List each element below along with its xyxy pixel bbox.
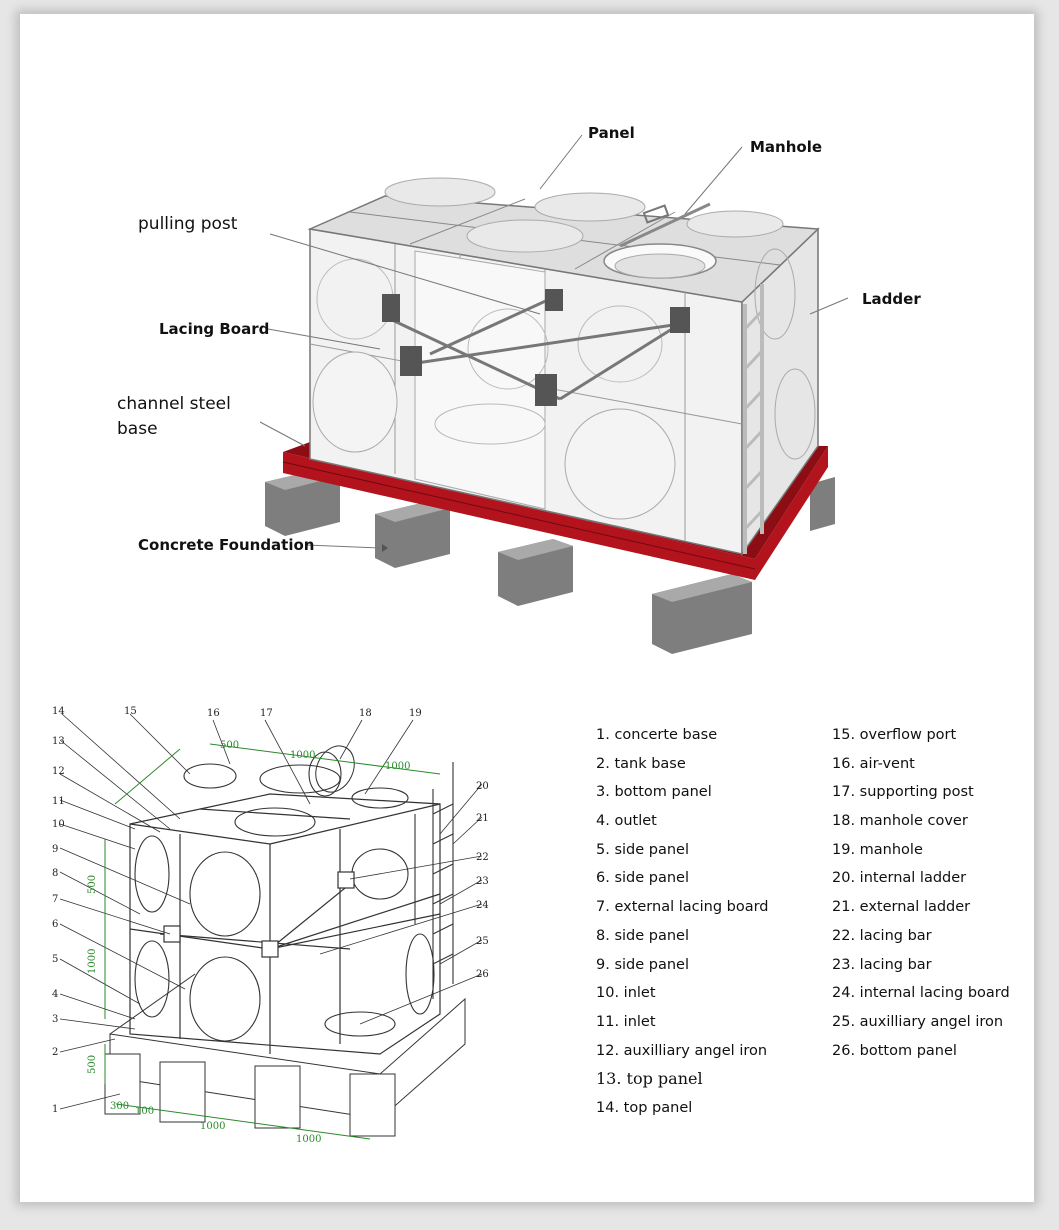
legend-item: 1. concerte base (596, 727, 718, 743)
label-channel-steel-base-2: base (117, 419, 158, 439)
label-lacing-board: Lacing Board (159, 320, 270, 338)
label-panel: Panel (588, 124, 635, 142)
dimension-500-bottom: 500 (87, 1055, 98, 1074)
drawing-number-17: 17 (260, 708, 273, 719)
legend-item: 2. tank base (596, 755, 686, 772)
legend-item: 25. auxilliary angel iron (832, 1013, 1004, 1030)
legend-item: 16. air-vent (832, 755, 915, 772)
drawing-number-23: 23 (476, 876, 489, 887)
legend-item: 15. overflow port (832, 727, 957, 743)
dimension-1000-d: 1000 (385, 761, 410, 772)
drawing-number-10: 10 (52, 819, 65, 830)
dimension-1000-b: 1000 (296, 1134, 321, 1145)
drawing-number-15: 15 (124, 706, 137, 717)
drawing-number-22: 22 (476, 852, 489, 863)
drawing-number-21: 21 (476, 813, 489, 824)
legend-item: 7. external lacing board (596, 899, 769, 916)
legend-item: 10. inlet (596, 985, 656, 1002)
label-manhole: Manhole (750, 138, 823, 156)
drawing-number-16: 16 (207, 708, 220, 719)
legend-item: 13. top panel (596, 1069, 703, 1089)
tank-rendering (259, 134, 849, 654)
drawing-number-24: 24 (476, 900, 489, 911)
legend-item: 19. manhole (832, 841, 923, 858)
legend-item: 3. bottom panel (596, 784, 712, 801)
drawing-number-25: 25 (476, 936, 489, 947)
legend-item: 18. manhole cover (832, 813, 968, 830)
drawing-number-18: 18 (359, 708, 372, 719)
dimension-100: 100 (135, 1106, 154, 1117)
legend-item: 8. side panel (596, 927, 689, 944)
legend-item: 26. bottom panel (832, 1042, 957, 1059)
drawing-number-14: 14 (52, 706, 65, 717)
tank-body (307, 177, 820, 557)
drawing-number-5: 5 (52, 954, 58, 965)
drawing-number-2: 2 (52, 1047, 58, 1058)
drawing-number-12: 12 (52, 766, 65, 777)
dimension-500-top: 500 (220, 740, 239, 751)
dimension-300: 300 (110, 1101, 129, 1112)
label-concrete-foundation: Concrete Foundation (138, 536, 315, 554)
drawing-number-20: 20 (476, 781, 489, 792)
drawing-number-26: 26 (476, 969, 489, 980)
dimension-1000-side: 1000 (87, 949, 98, 974)
legend-item: 14. top panel (596, 1099, 693, 1116)
label-pulling-post: pulling post (138, 214, 238, 234)
dimension-1000-c: 1000 (290, 750, 315, 761)
drawing-number-1: 1 (52, 1104, 58, 1115)
legend-item: 23. lacing bar (832, 956, 932, 973)
legend-item: 4. outlet (596, 813, 657, 830)
drawing-number-13: 13 (52, 736, 65, 747)
drawing-number-7: 7 (52, 894, 58, 905)
label-channel-steel-base-1: channel steel (117, 394, 231, 414)
drawing-number-19: 19 (409, 708, 422, 719)
legend-item: 9. side panel (596, 956, 689, 973)
label-ladder: Ladder (862, 290, 921, 308)
legend-item: 20. internal ladder (832, 870, 967, 887)
legend-item: 24. internal lacing board (832, 985, 1010, 1002)
legend-left: 1. concerte base 2. tank base 3. bottom … (596, 721, 769, 1123)
legend-item: 6. side panel (596, 870, 689, 887)
dimension-labels: 300 100 1000 1000 1000 1000 500 500 1000… (87, 740, 410, 1145)
dimension-500-side: 500 (87, 875, 98, 894)
legend-item: 12. auxilliary angel iron (596, 1042, 768, 1059)
drawing-number-11: 11 (52, 796, 65, 807)
legend-item: 21. external ladder (832, 899, 971, 916)
concrete-foundation-blocks (265, 469, 835, 654)
dimension-1000-a: 1000 (200, 1121, 225, 1132)
drawing-number-3: 3 (52, 1014, 58, 1025)
drawing-number-4: 4 (52, 989, 58, 1000)
drawing-number-9: 9 (52, 844, 58, 855)
drawing-number-8: 8 (52, 868, 58, 879)
legend-item: 11. inlet (596, 1013, 656, 1030)
drawing-numbers: 14 15 16 17 18 19 13 12 11 10 9 8 7 6 5 … (52, 706, 489, 1115)
leader-lines (259, 134, 849, 549)
legend-item: 22. lacing bar (832, 927, 932, 944)
diagram-sheet: Panel Manhole pulling post Ladder Lacing… (20, 14, 1034, 1202)
legend-item: 5. side panel (596, 841, 689, 858)
legend-item: 17. supporting post (832, 784, 974, 801)
legend-right: 15. overflow port 16. air-vent 17. suppo… (832, 721, 1010, 1065)
drawing-number-6: 6 (52, 919, 58, 930)
